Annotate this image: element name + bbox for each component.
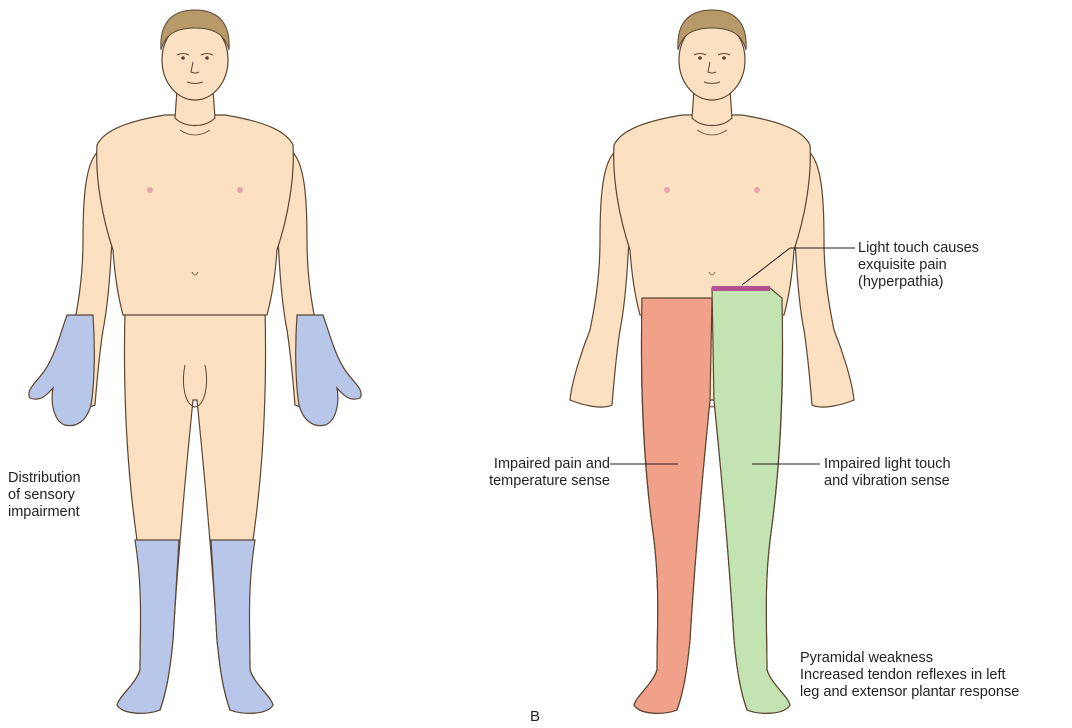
- sensory-impairment-label: Distribution of sensory impairment: [8, 470, 81, 521]
- light-touch-zone: [712, 288, 790, 713]
- right-stocking: [211, 540, 273, 713]
- pain-temperature-label: Impaired pain and temperature sense: [462, 456, 610, 490]
- pain-temperature-zone: [634, 298, 712, 713]
- left-glove: [29, 315, 94, 426]
- pyramidal-weakness-label: Pyramidal weakness Increased tendon refl…: [800, 650, 1019, 701]
- left-figure: [29, 10, 361, 713]
- right-figure: [570, 10, 854, 713]
- right-glove: [296, 315, 361, 426]
- hyperpathia-band: [712, 286, 770, 291]
- light-touch-label: Impaired light touch and vibration sense: [824, 456, 951, 490]
- hyperpathia-label: Light touch causes exquisite pain (hyper…: [858, 240, 979, 291]
- panel-letter: B: [530, 708, 540, 725]
- left-stocking: [117, 540, 179, 713]
